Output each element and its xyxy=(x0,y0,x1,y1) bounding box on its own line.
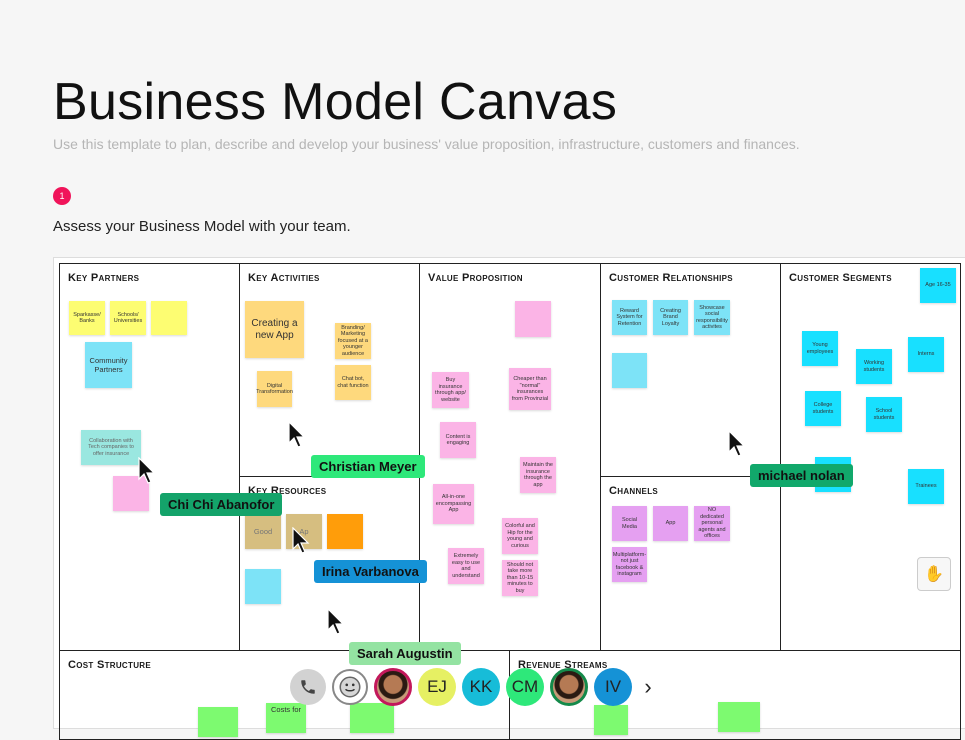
hand-icon: ✋ xyxy=(924,566,944,583)
sticky-note[interactable]: Digital Transformation xyxy=(256,371,293,407)
sticky-note[interactable]: Colorful and Hip for the young and curio… xyxy=(502,518,538,554)
sticky-note[interactable] xyxy=(594,705,628,735)
value-proposition-heading: Value Proposition xyxy=(428,272,523,284)
sticky-note[interactable]: NO dedicated personal agents and offices xyxy=(694,506,730,541)
phone-icon xyxy=(301,680,315,694)
sticky-note[interactable]: Cheaper than "normal" insurances from Pr… xyxy=(509,368,551,410)
sticky-note[interactable] xyxy=(612,353,647,388)
sticky-note[interactable]: College students xyxy=(805,391,841,426)
sticky-note[interactable]: School students xyxy=(866,397,902,432)
collaborator-tag-michael-nolan: michael nolan xyxy=(750,464,853,487)
collaborator-tag-chi-chi-abanofor: Chi Chi Abanofor xyxy=(160,493,283,516)
sticky-note[interactable]: Reward System for Retention xyxy=(612,300,647,335)
key-activities-cell[interactable]: Key Activities xyxy=(239,263,420,477)
sticky-note[interactable]: Creating a new App xyxy=(245,301,304,358)
sticky-note[interactable]: Trainees xyxy=(908,469,944,504)
sticky-note[interactable]: Branding/ Marketing focused at a younger… xyxy=(335,323,371,359)
collaborator-tag-irina-varbanova: Irina Varbanova xyxy=(314,560,427,583)
sticky-note[interactable]: Creating Brand Loyalty xyxy=(653,300,688,335)
sticky-note[interactable]: Community Partners xyxy=(85,342,132,388)
customer-segments-cell[interactable]: Customer Segments xyxy=(780,263,961,651)
sticky-note[interactable] xyxy=(718,702,760,732)
customer-segments-heading: Customer Segments xyxy=(789,272,892,284)
sticky-note[interactable]: Schools/ Universities xyxy=(110,301,146,335)
channels-heading: Channels xyxy=(609,485,659,497)
phone-button[interactable] xyxy=(290,669,326,705)
sticky-note[interactable]: All-in-one encompassing App xyxy=(433,484,474,524)
sticky-note[interactable] xyxy=(245,569,281,604)
customer-relationships-heading: Customer Relationships xyxy=(609,272,733,284)
sticky-note[interactable]: Working students xyxy=(856,349,892,384)
collaborator-avatar[interactable]: EJ xyxy=(418,668,456,706)
page-subtitle: Use this template to plan, describe and … xyxy=(53,136,800,152)
chevron-right-icon[interactable]: › xyxy=(644,674,652,699)
collaborator-avatar[interactable] xyxy=(550,668,588,706)
collaborator-avatar[interactable]: IV xyxy=(594,668,632,706)
collaborator-avatar[interactable] xyxy=(374,668,412,706)
instruction-text: Assess your Business Model with your tea… xyxy=(53,218,351,235)
smile-icon xyxy=(339,676,361,698)
sticky-note[interactable] xyxy=(151,301,187,335)
collaborator-avatar[interactable]: KK xyxy=(462,668,500,706)
sticky-note[interactable]: Content is engaging xyxy=(440,422,476,458)
hand-tool-button[interactable]: ✋ xyxy=(917,557,951,591)
sticky-note[interactable] xyxy=(515,301,551,337)
sticky-note[interactable]: Young employees xyxy=(802,331,838,366)
key-activities-heading: Key Activities xyxy=(248,272,320,284)
revenue-streams-heading: Revenue Streams xyxy=(518,659,608,671)
sticky-note[interactable]: Showcase social responsibility activites xyxy=(694,300,730,335)
sticky-note[interactable]: Interns xyxy=(908,337,944,372)
sticky-note[interactable]: Extremely easy to use and understand xyxy=(448,548,484,584)
sticky-note[interactable] xyxy=(198,707,238,737)
sticky-note[interactable]: Should not take more than 10-15 minutes … xyxy=(502,560,538,596)
collaboration-toolbar: EJ KK CM IV › xyxy=(290,666,658,708)
sticky-note[interactable]: Multiplatform- not just facebook & insta… xyxy=(612,547,647,582)
sticky-note[interactable]: Good xyxy=(245,514,281,549)
sticky-note[interactable]: Collaboration with Tech companies to off… xyxy=(81,430,141,465)
collaborator-avatar[interactable]: CM xyxy=(506,668,544,706)
step-badge: 1 xyxy=(53,187,71,205)
sticky-note[interactable] xyxy=(327,514,363,549)
reaction-button[interactable] xyxy=(332,669,368,705)
sticky-note[interactable]: App xyxy=(653,506,688,541)
collaborator-tag-sarah-augustin: Sarah Augustin xyxy=(349,642,461,665)
sticky-note[interactable] xyxy=(113,476,149,511)
page-title: Business Model Canvas xyxy=(53,73,618,131)
collaborator-tag-christian-meyer: Christian Meyer xyxy=(311,455,425,478)
sticky-note[interactable]: Chat bot, chat function xyxy=(335,365,371,400)
sticky-note[interactable]: Social Media xyxy=(612,506,647,541)
sticky-note[interactable]: Age 16-35 xyxy=(920,268,956,303)
sticky-note[interactable]: Maintain the insurance through the app xyxy=(520,457,556,493)
sticky-note[interactable]: Buy insurance through app/ website xyxy=(432,372,469,408)
key-partners-heading: Key Partners xyxy=(68,272,140,284)
cost-structure-heading: Cost Structure xyxy=(68,659,151,671)
sticky-note[interactable]: Sparkasse/ Banks xyxy=(69,301,105,335)
